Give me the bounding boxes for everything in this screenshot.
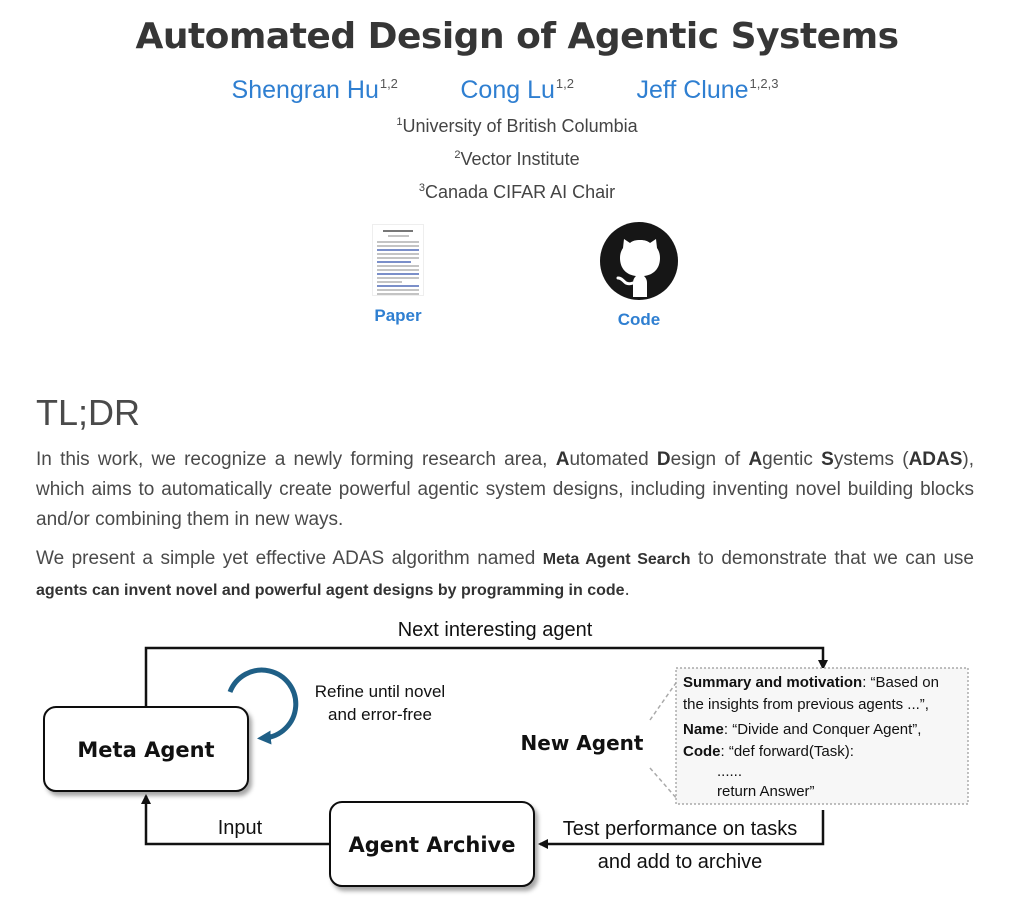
paper-link-label[interactable]: Paper (374, 306, 422, 325)
new-agent-card (675, 667, 969, 805)
tldr-heading: TL;DR (36, 392, 141, 433)
affiliation-cifar: 3Canada CIFAR AI Chair (418, 182, 616, 202)
affiliation-vector: 2Vector Institute (454, 149, 580, 169)
agent-archive-label: Agent Archive (349, 833, 516, 857)
refine-label-2: and error-free (328, 705, 432, 724)
next-agent-arrow (144, 646, 828, 706)
next-agent-label: Next interesting agent (398, 619, 593, 641)
new-agent-label: New Agent (521, 731, 644, 755)
card-code-dots: ...... (717, 763, 742, 780)
card-code-line: Code: “def forward(Task): (683, 743, 854, 760)
author-list: Shengran Hu1,2 Cong Lu1,2 Jeff Clune1,2,… (0, 76, 1010, 105)
code-link-label[interactable]: Code (617, 310, 661, 329)
agent-archive-box (329, 801, 535, 887)
tldr-paragraph-1: In this work, we recognize a newly formi… (36, 449, 975, 530)
adas-diagram: Next interesting agent Test performance … (43, 619, 969, 887)
author-link-lu[interactable]: Cong Lu1,2 (460, 76, 574, 105)
card-name-line: Name: “Divide and Conquer Agent”, (683, 721, 921, 738)
meta-agent-label: Meta Agent (77, 738, 214, 762)
card-summary-line: Summary and motivation: “Based on (683, 674, 939, 691)
author-link-clune[interactable]: Jeff Clune1,2,3 (636, 76, 778, 105)
test-label-2: and add to archive (598, 851, 763, 873)
affiliation-ubc: 1University of British Columbia (396, 116, 638, 136)
input-label: Input (218, 817, 263, 839)
test-label-1: Test performance on tasks (563, 818, 798, 840)
author-name: Shengran Hu (231, 76, 379, 104)
test-performance-arrow (538, 810, 825, 849)
card-summary-line-2: the insights from previous agents ...”, (683, 696, 929, 713)
page-title: Automated Design of Agentic Systems (135, 16, 899, 57)
github-icon (600, 222, 678, 300)
card-code-return: return Answer” (717, 783, 815, 800)
paper-thumbnail-icon (372, 224, 424, 296)
tldr-paragraph-2: We present a simple yet effective ADAS a… (36, 548, 974, 600)
input-arrow (141, 794, 330, 846)
author-link-hu[interactable]: Shengran Hu1,2 (232, 76, 398, 105)
refine-loop-arrow (227, 667, 299, 745)
author-affil-sup: 1,2 (379, 76, 398, 91)
author-affil-sup: 1,2 (555, 76, 574, 91)
author-name: Cong Lu (460, 76, 555, 104)
author-name: Jeff Clune (636, 76, 749, 104)
paper-link[interactable]: Paper (338, 224, 458, 326)
meta-agent-box (43, 706, 249, 792)
author-affil-sup: 1,2,3 (749, 76, 779, 91)
code-link[interactable]: Code (579, 222, 699, 330)
refine-label-1: Refine until novel (315, 682, 445, 701)
